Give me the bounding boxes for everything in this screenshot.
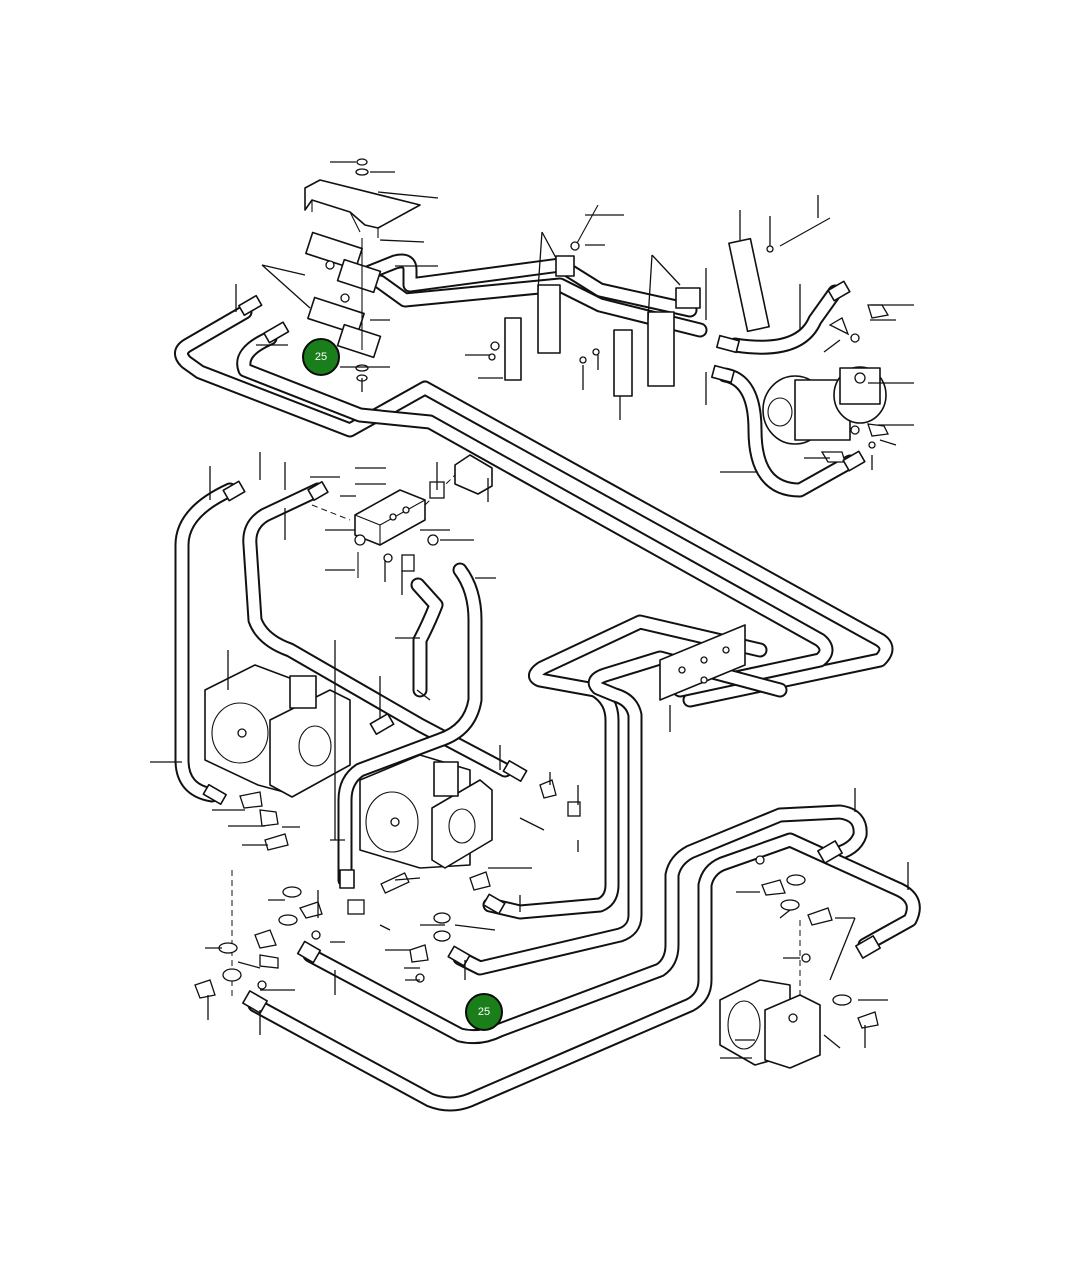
fittings [194, 280, 881, 1029]
right-plate-assembly [659, 624, 746, 701]
valve-block-small [454, 454, 493, 495]
valve-block-assembly [311, 454, 493, 578]
right-motor-assembly [762, 304, 890, 463]
mounting-plate-3 [728, 237, 770, 333]
left-pump-assembly [204, 664, 351, 1000]
mounting-plate-1 [504, 317, 522, 381]
clamp-block-mid-1 [555, 255, 575, 277]
hose-mid-loop-2 [452, 650, 788, 976]
bottom-right-motor-assembly [719, 920, 821, 1069]
mounting-bracket [304, 179, 421, 229]
pump-center-flange [431, 779, 493, 869]
pump-left-flange [269, 689, 351, 798]
callout-label: 25 [314, 351, 328, 363]
callout-badge[interactable]: 25 [465, 993, 503, 1031]
middle-clamp-assembly [488, 204, 831, 397]
leader-lines [150, 161, 914, 1059]
callout-label: 25 [477, 1006, 491, 1018]
mounting-plate-2 [613, 329, 633, 397]
clamp-block-lower [307, 296, 365, 336]
bolt-top [575, 204, 599, 246]
callout-badge[interactable]: 25 [302, 338, 340, 376]
hose-group [174, 253, 921, 1112]
center-pump-assembly [359, 754, 493, 869]
clamp-block-mid-2 [675, 287, 701, 309]
top-bracket-assembly [304, 158, 421, 382]
